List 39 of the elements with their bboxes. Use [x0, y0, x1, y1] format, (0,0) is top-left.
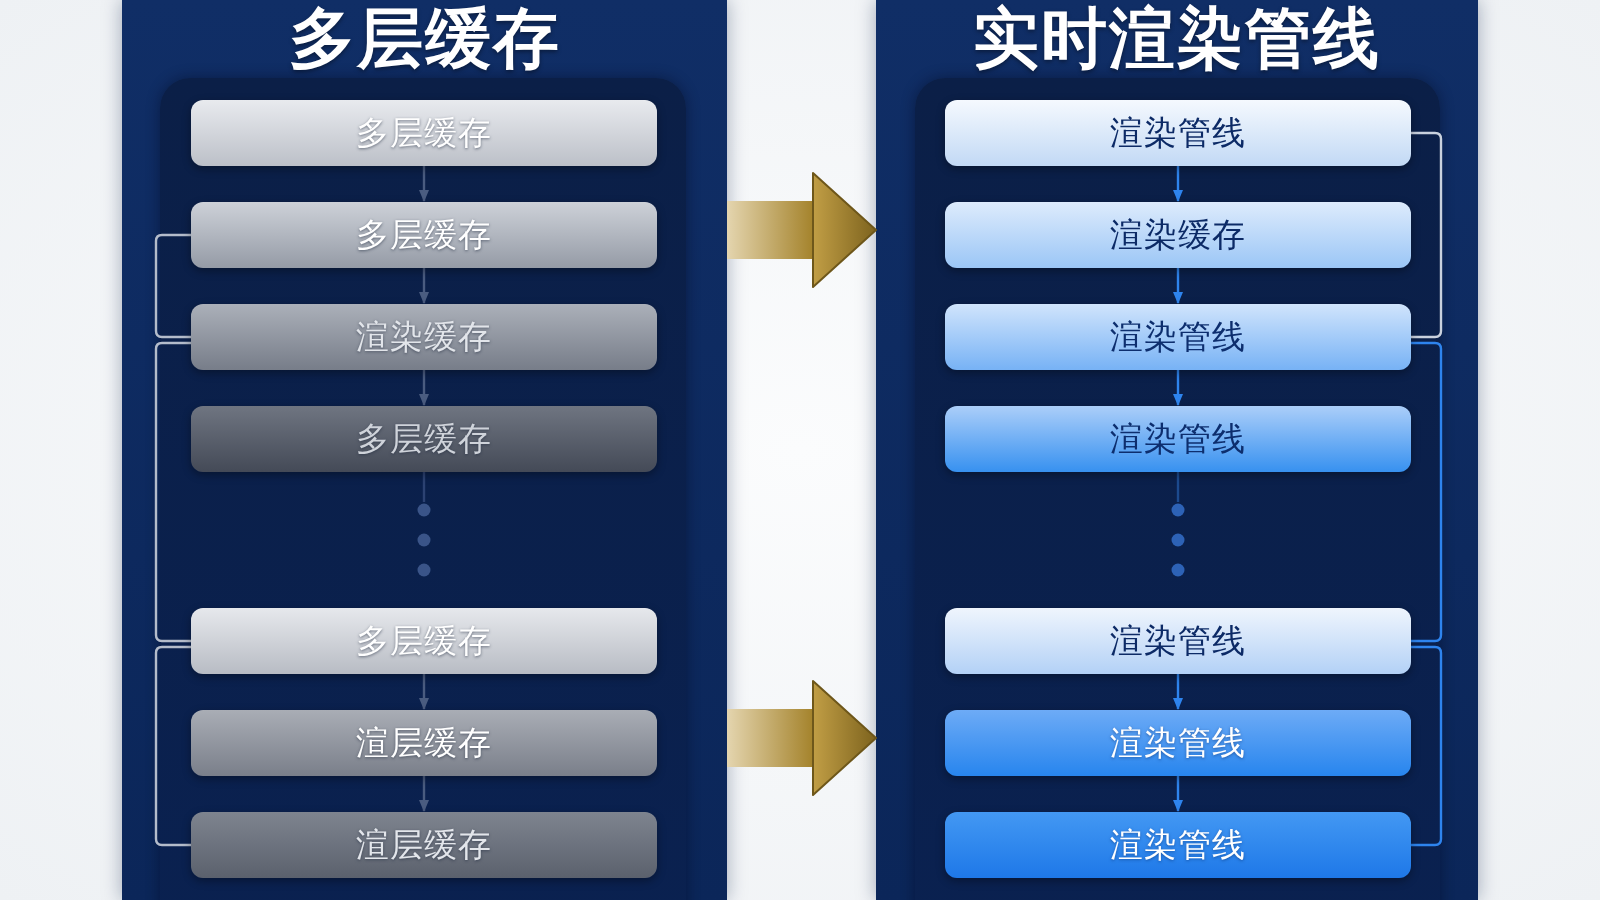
process-box: 渲染缓存 [945, 202, 1411, 268]
column-panel [876, 0, 1478, 900]
column-panel [122, 0, 727, 900]
connector-line [154, 233, 191, 339]
process-box: 渲层缓存 [191, 812, 657, 878]
connector-line [1411, 341, 1443, 643]
connector-line [154, 341, 191, 643]
arrow [419, 674, 429, 710]
process-box: 多层缓存 [191, 608, 657, 674]
process-box: 渲染管线 [945, 710, 1411, 776]
process-box: 渲染管线 [945, 406, 1411, 472]
block-arrow [727, 680, 877, 796]
connector-line [422, 472, 426, 502]
process-box: 渲染缓存 [191, 304, 657, 370]
arrow [1173, 370, 1183, 406]
arrow [419, 166, 429, 202]
arrow [1173, 776, 1183, 812]
process-box: 渲染管线 [945, 100, 1411, 166]
arrow [1173, 674, 1183, 710]
arrow [419, 370, 429, 406]
process-box: 渲染管线 [945, 812, 1411, 878]
process-box: 渲染管线 [945, 608, 1411, 674]
process-box: 多层缓存 [191, 406, 657, 472]
ellipsis-icon [1171, 503, 1185, 577]
connector-line [1176, 472, 1180, 502]
arrow [419, 268, 429, 304]
panel-title: 多层缓存 [288, 4, 561, 74]
process-box: 渲层缓存 [191, 710, 657, 776]
arrow [1173, 268, 1183, 304]
connector-line [1411, 131, 1443, 339]
connector-line [1411, 645, 1443, 847]
arrow [419, 776, 429, 812]
connector-line [154, 645, 191, 847]
arrow [1173, 166, 1183, 202]
panel-title: 实时渲染管线 [973, 4, 1381, 74]
ellipsis-icon [417, 503, 431, 577]
process-box: 渲染管线 [945, 304, 1411, 370]
process-box: 多层缓存 [191, 202, 657, 268]
block-arrow [727, 172, 877, 288]
